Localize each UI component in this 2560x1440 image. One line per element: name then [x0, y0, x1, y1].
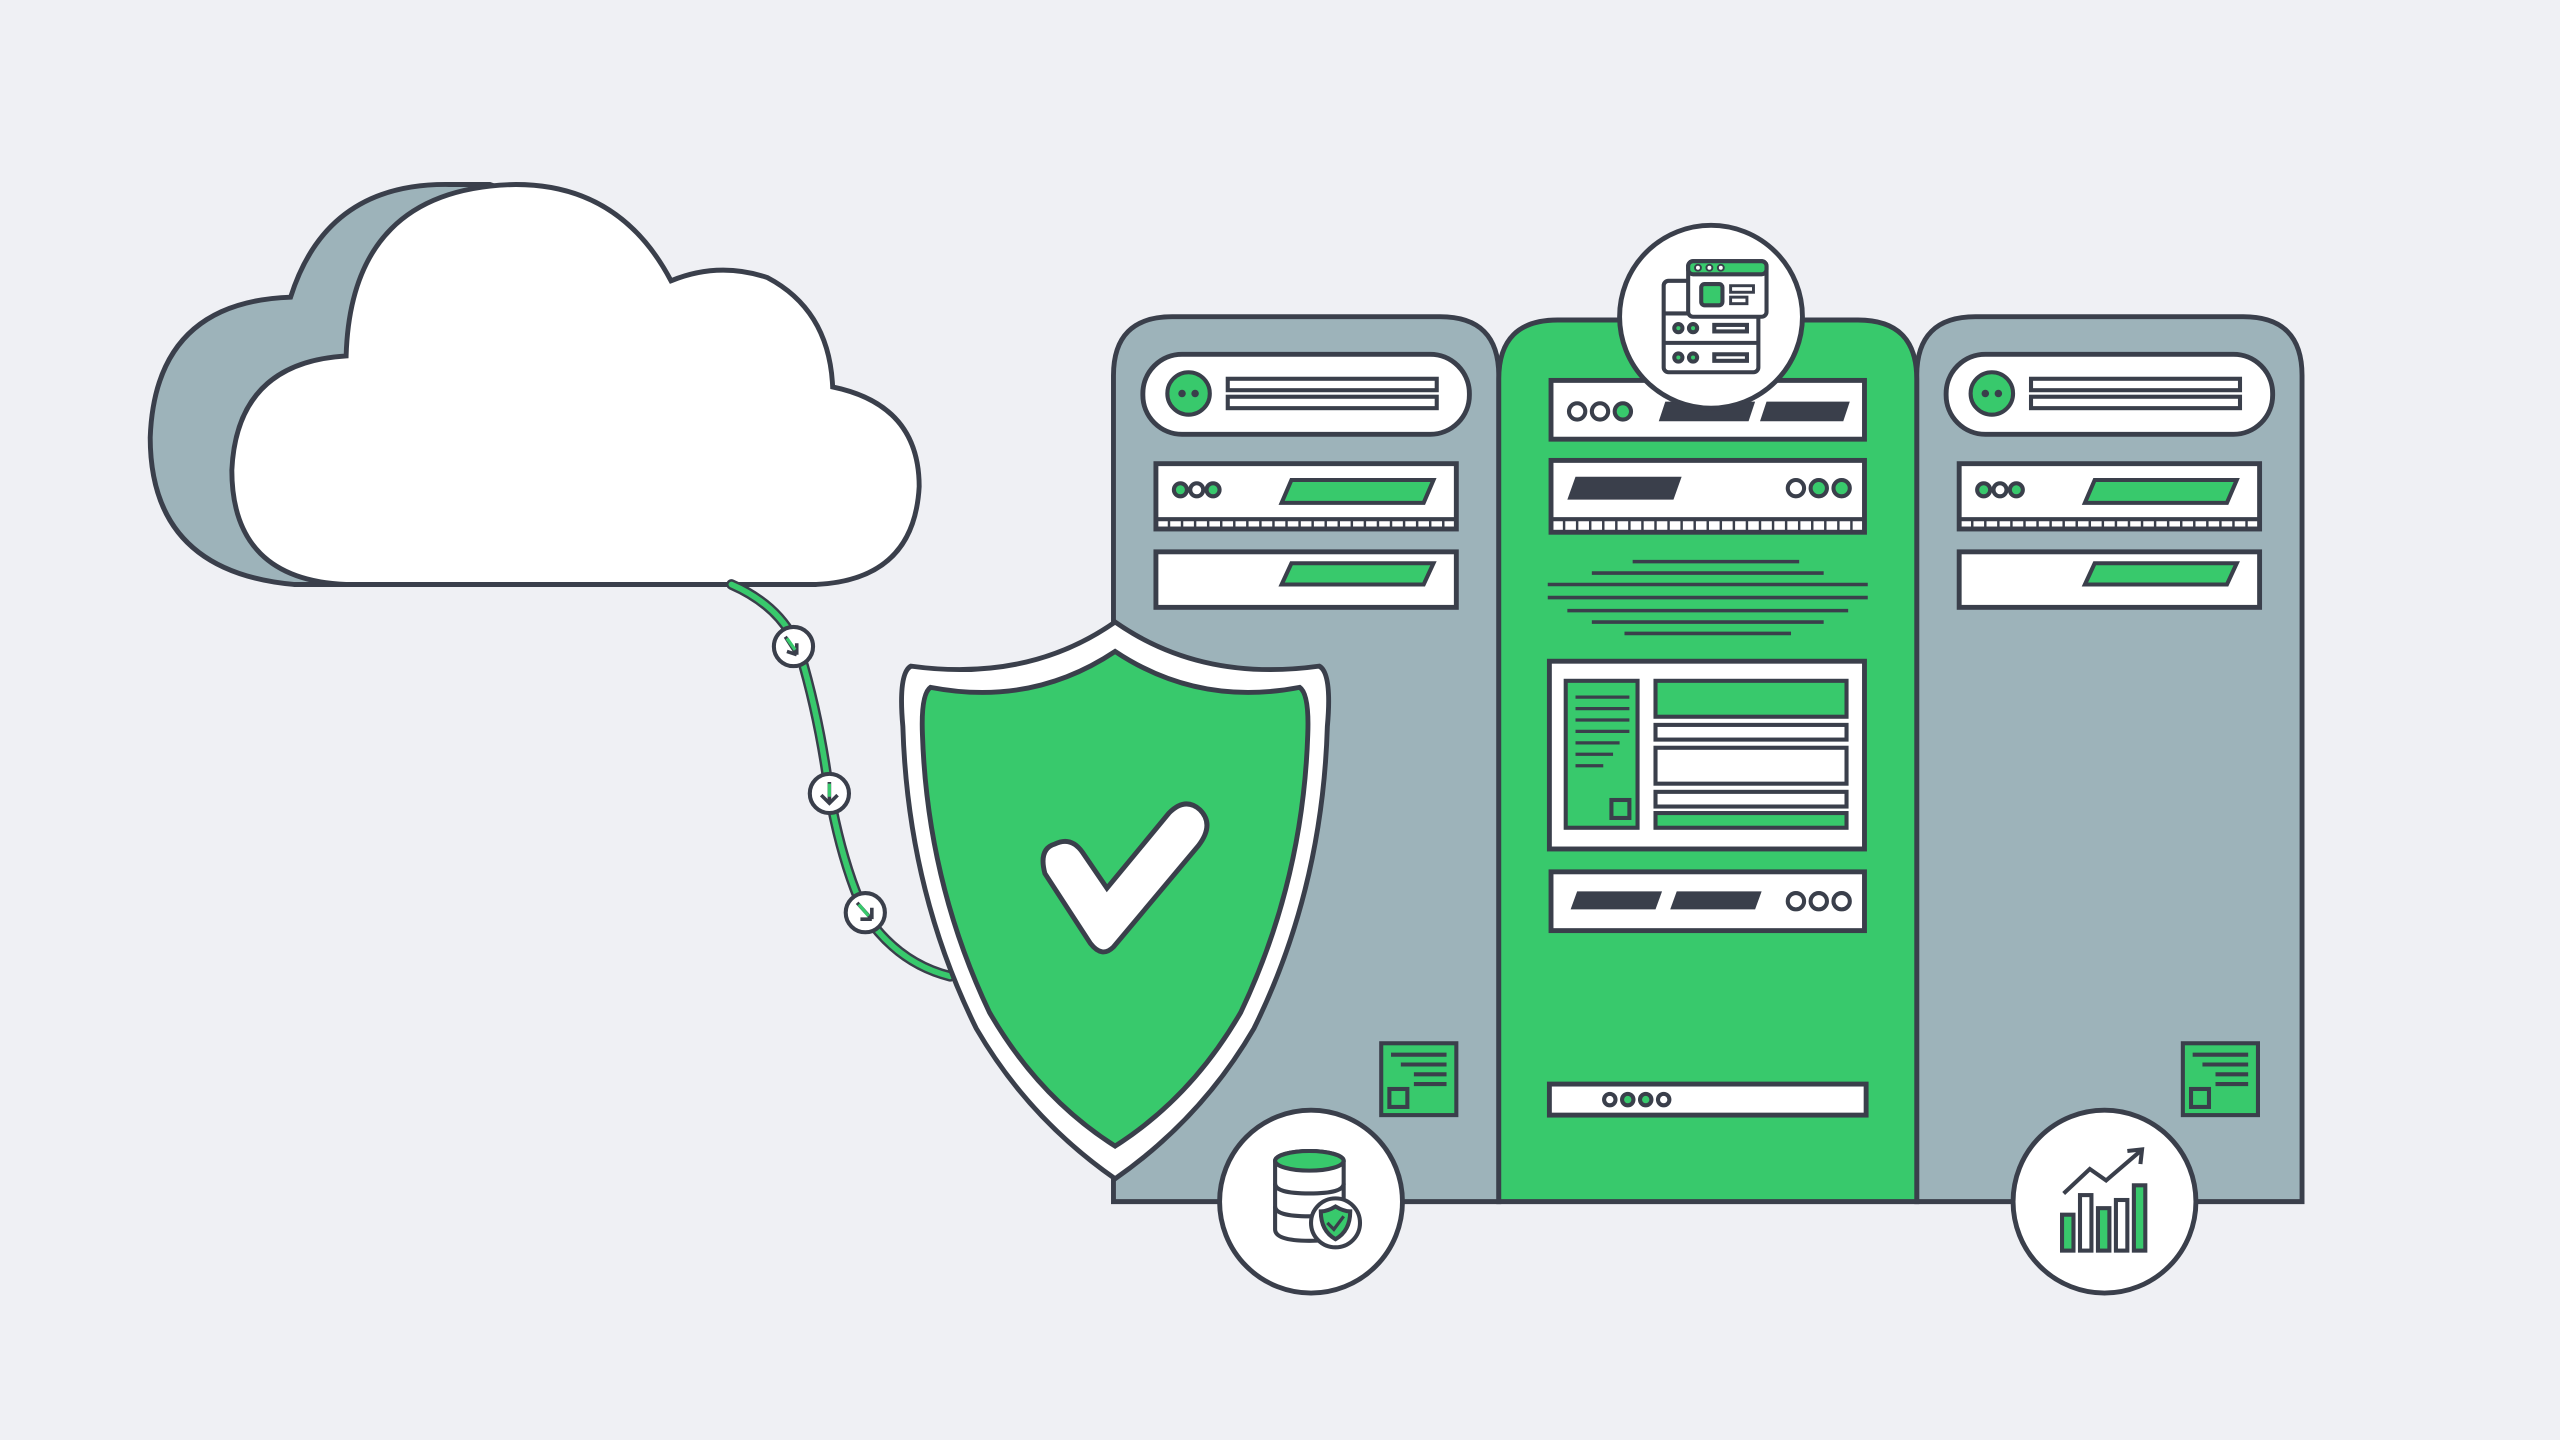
cloud-connection-cable — [726, 579, 956, 982]
storage-panel — [1546, 658, 1867, 852]
download-arrow-icon — [771, 624, 816, 669]
bar-chart-trend-icon — [2010, 1107, 2199, 1296]
browser-windows-icon — [1617, 222, 1805, 411]
shield-check-icon — [899, 619, 1332, 1182]
check-mark — [1040, 801, 1210, 955]
server-label-panel — [1379, 1041, 1459, 1118]
cloud-icon — [147, 182, 922, 587]
download-arrow-icon — [843, 891, 887, 935]
database-shield-icon — [1217, 1107, 1405, 1296]
download-arrow-icon — [807, 771, 852, 816]
vent-lines — [1547, 559, 1868, 636]
server-rack-center — [1496, 317, 1920, 1205]
server-label-panel — [2180, 1041, 2260, 1118]
server-rack-right — [1914, 314, 2305, 1205]
cloud-front — [229, 182, 922, 587]
